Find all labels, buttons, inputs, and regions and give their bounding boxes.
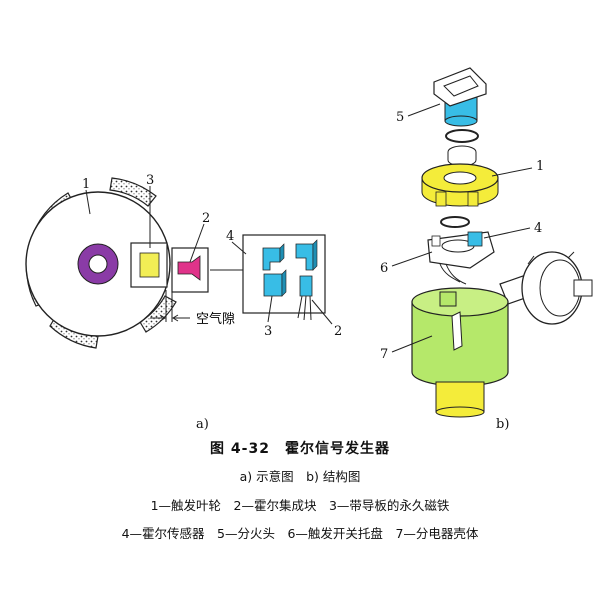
part-b-label: b) bbox=[496, 417, 509, 432]
hall-sensor-part-4 bbox=[467, 231, 483, 247]
clip-ring bbox=[445, 129, 479, 143]
callout-a-4: 4 bbox=[226, 229, 234, 244]
callout-a-2: 2 bbox=[202, 211, 210, 226]
legend-line-2: 4—霍尔传感器 5—分火头 6—触发开关托盘 7—分电器壳体 bbox=[121, 526, 479, 541]
distributor-housing-part-7 bbox=[411, 287, 509, 418]
callout-b-6: 6 bbox=[380, 261, 388, 276]
air-gap-label: 空气隙 bbox=[196, 311, 235, 327]
figure-subtitle: a) 示意图 b) 结构图 bbox=[239, 469, 361, 484]
part-a-label: a) bbox=[196, 417, 209, 432]
figure-title: 图 4-32 霍尔信号发生器 bbox=[210, 441, 390, 457]
callout-b-4: 4 bbox=[534, 221, 542, 236]
hall-ic-assembly bbox=[171, 247, 209, 293]
callout-a-3b: 3 bbox=[264, 324, 272, 339]
structure-b: 5 1 4 6 7 b) bbox=[380, 67, 593, 432]
shaft-gear bbox=[447, 145, 477, 167]
trigger-wheel bbox=[25, 177, 177, 349]
callout-a-2b: 2 bbox=[334, 324, 342, 339]
trigger-switch-tray-part-6 bbox=[427, 231, 495, 285]
magnet-with-guide-plate bbox=[130, 242, 168, 288]
callout-b-1: 1 bbox=[536, 159, 544, 174]
rotor-part-5 bbox=[433, 67, 487, 127]
hall-sensor-box bbox=[210, 234, 326, 321]
callout-a-1: 1 bbox=[82, 177, 90, 192]
vacuum-advance-unit bbox=[499, 251, 593, 325]
trigger-wheel-part-1 bbox=[421, 163, 499, 207]
legend-line-1: 1—触发叶轮 2—霍尔集成块 3—带导板的永久磁铁 bbox=[150, 498, 450, 513]
air-gap-marker: 空气隙 bbox=[150, 290, 235, 327]
callout-b-7: 7 bbox=[380, 347, 388, 362]
callout-b-5: 5 bbox=[396, 110, 404, 125]
callout-a-3: 3 bbox=[146, 173, 154, 188]
schematic-a: 空气隙 1 3 2 4 3 2 a) bbox=[25, 173, 342, 432]
